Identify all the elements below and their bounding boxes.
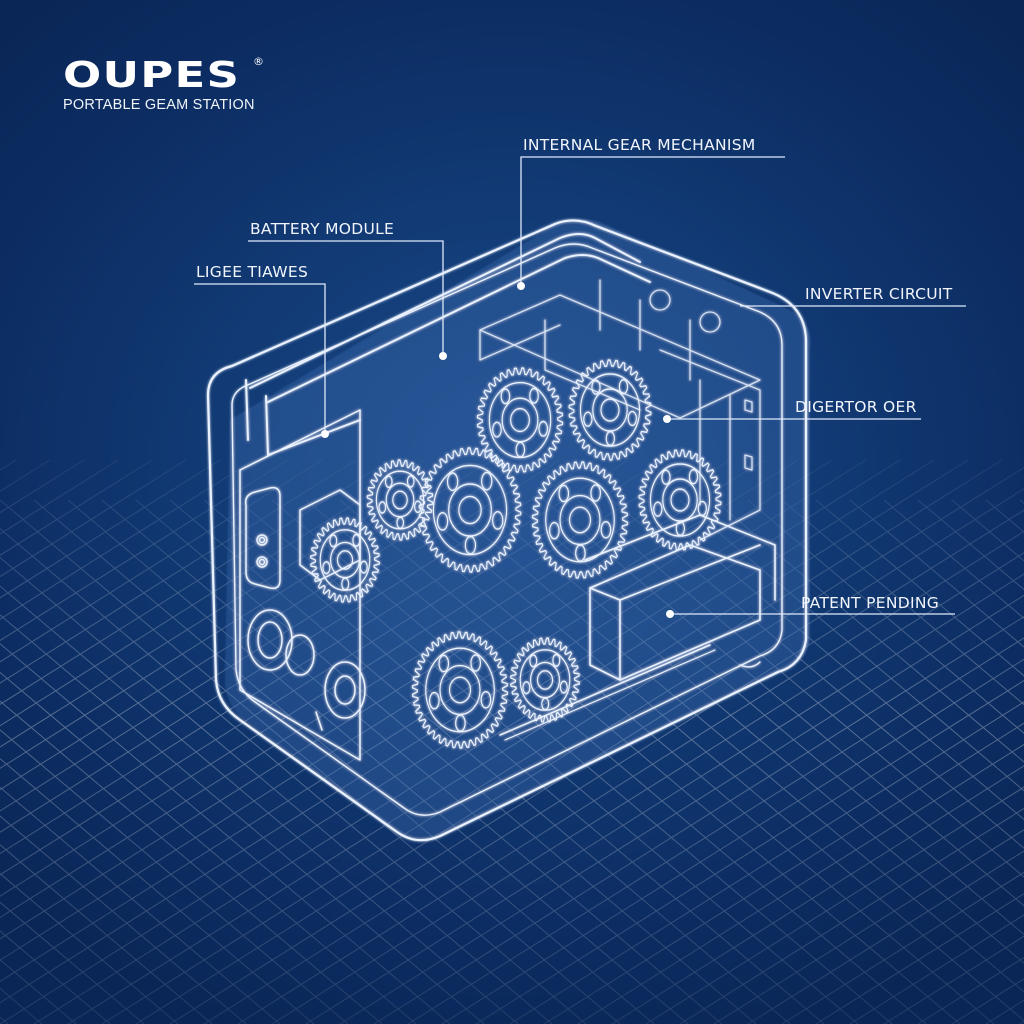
callout-ligee-tiawes: LIGEE TIAWES: [196, 263, 309, 281]
brand-logo: OUPES: [63, 55, 241, 96]
callout-battery-module: BATTERY MODULE: [250, 220, 395, 238]
brand-subtitle: PORTABLE GEAM STATION: [63, 97, 255, 113]
battery-block: [584, 514, 776, 681]
registered-mark: ®: [253, 55, 264, 68]
housing-fill: [225, 219, 811, 839]
callout-inverter-circuit: INVERTER CIRCUIT: [805, 285, 953, 303]
callout-internal-gear-mechanism: INTERNAL GEAR MECHANISM: [523, 136, 756, 154]
internal-frame: [479, 279, 761, 541]
brand-block: OUPES ® PORTABLE GEAM STATION: [63, 55, 264, 113]
callout-patent-pending: PATENT PENDING: [801, 594, 940, 612]
callout-digertor-oer: DIGERTOR OER: [795, 398, 917, 416]
gear-cluster: [310, 359, 722, 749]
